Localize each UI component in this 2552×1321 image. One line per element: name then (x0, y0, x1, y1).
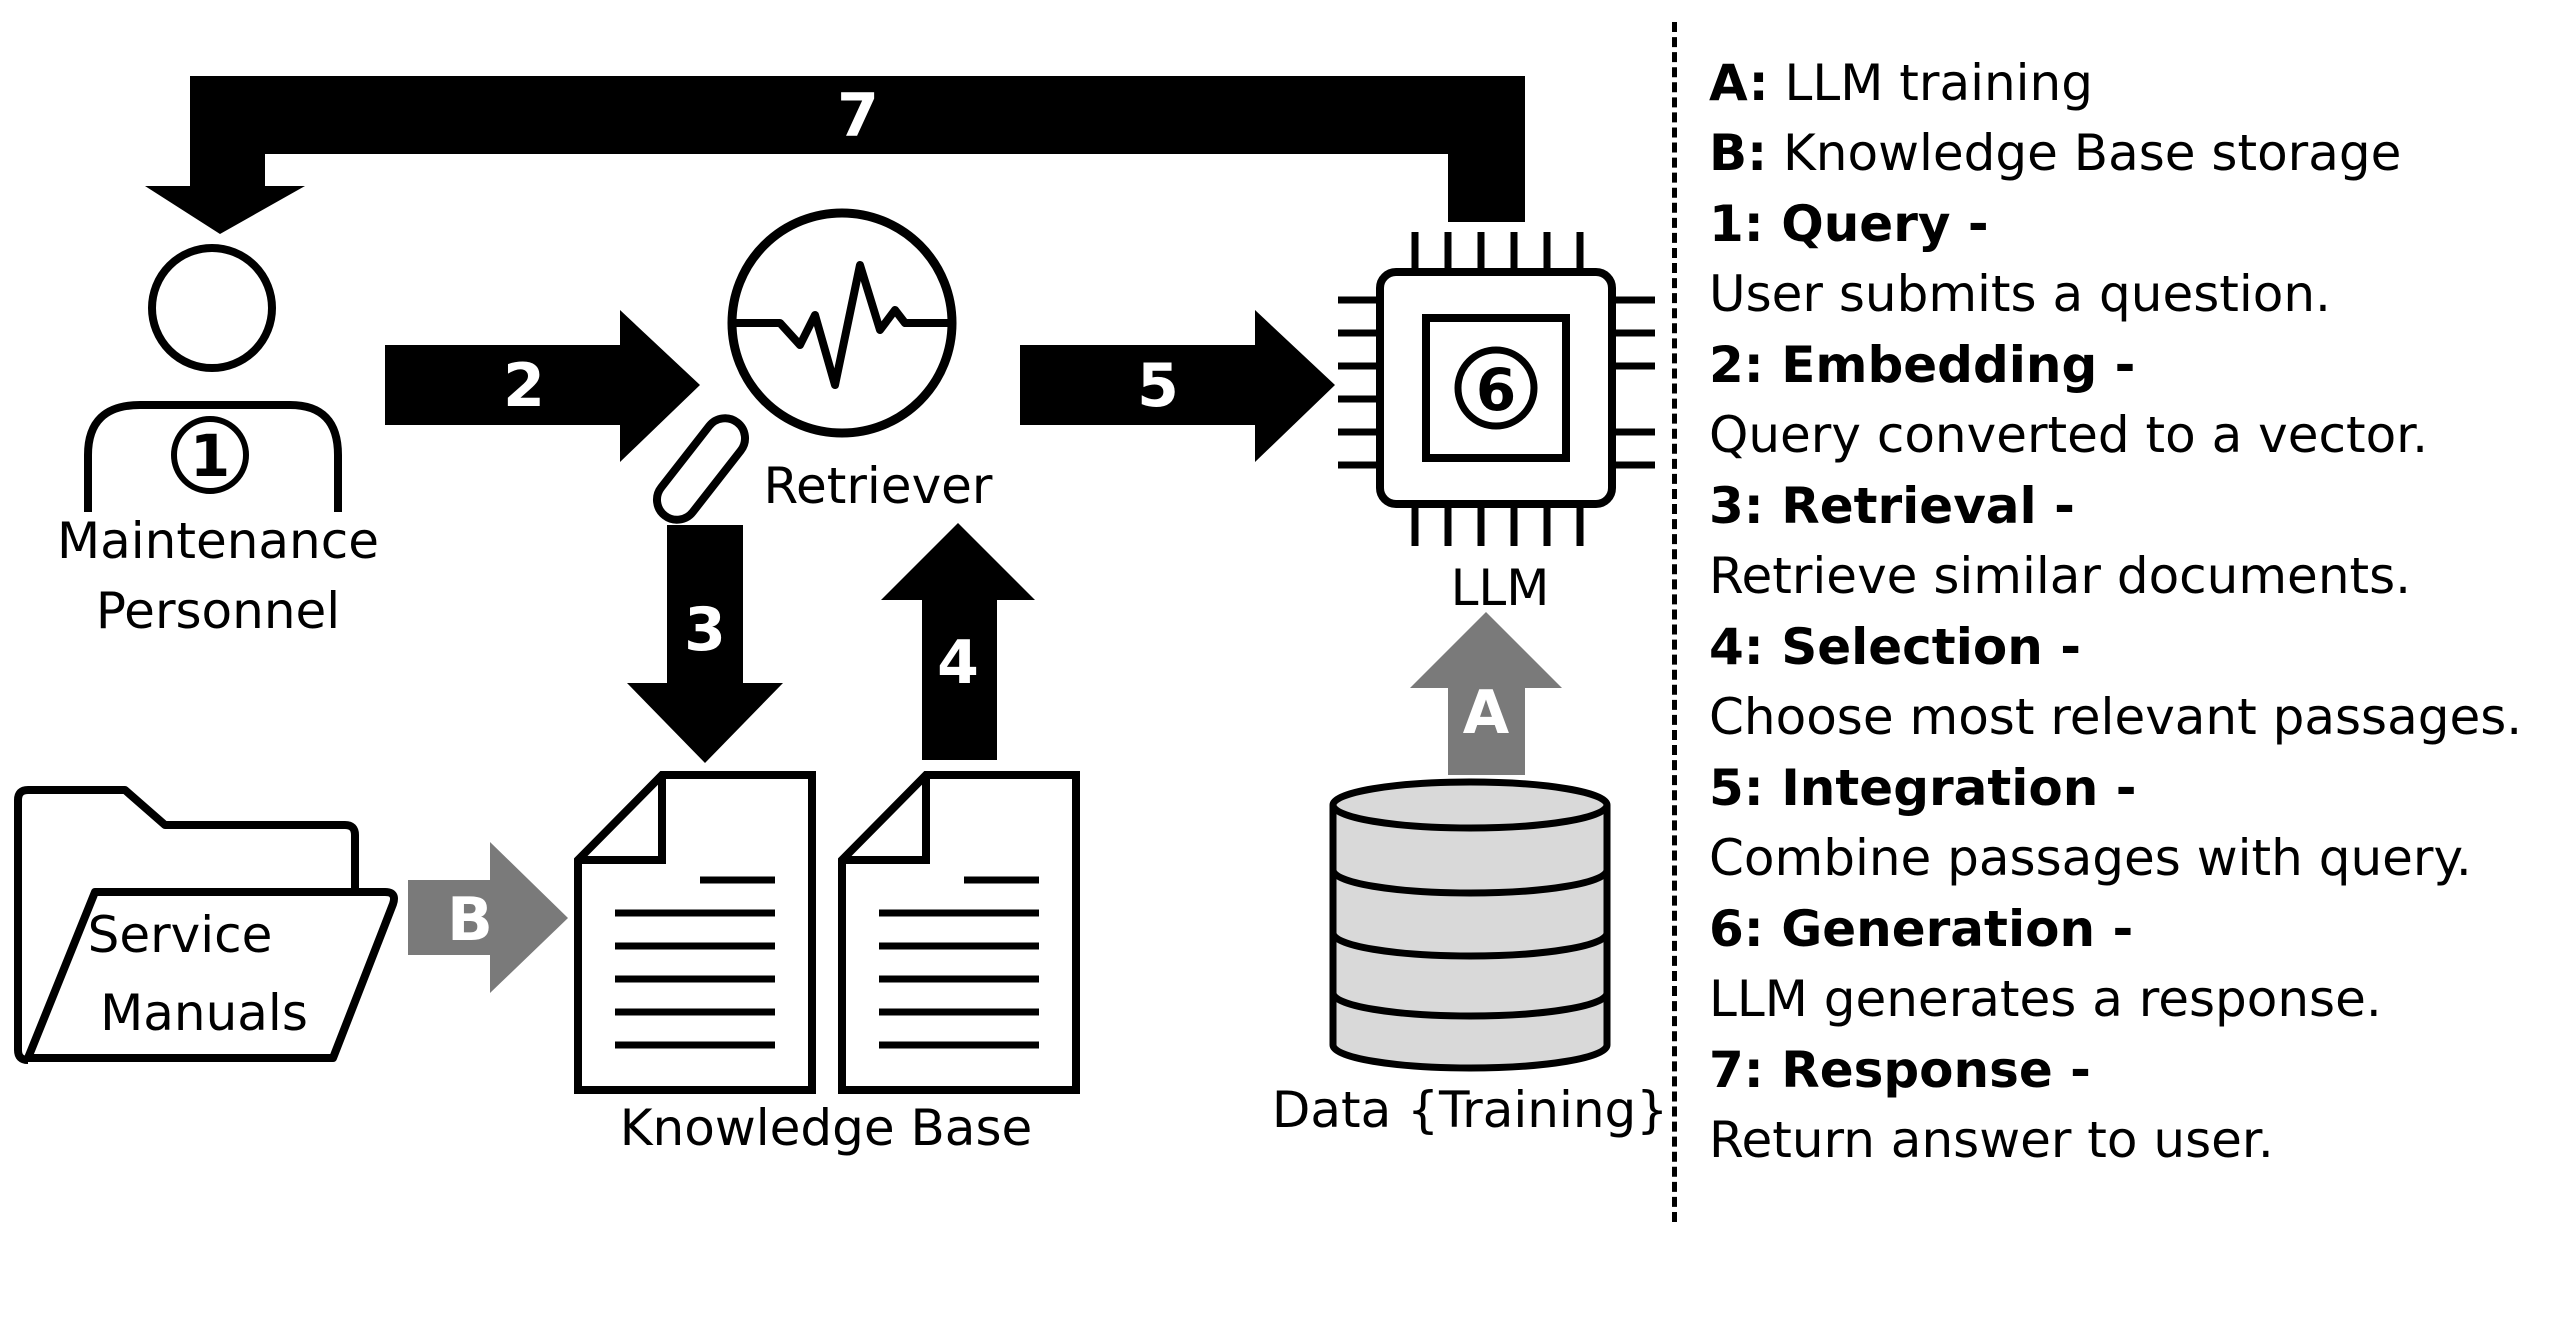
arrow-2-embedding: 2 (385, 310, 700, 462)
llm-label: LLM (1451, 559, 1550, 617)
service-manuals-folder: Service Manuals (14, 786, 398, 1064)
legend-item-4-text: Choose most relevant passages. (1709, 688, 2523, 746)
person-icon (148, 244, 276, 372)
service-manuals-label-line2: Manuals (100, 984, 308, 1042)
legend-item-7-key: 7: Response - (1709, 1041, 2091, 1099)
legend-item-7-text: Return answer to user. (1709, 1111, 2274, 1169)
service-manuals-label-line1: Service (88, 906, 273, 964)
legend-item-4-key: 4: Selection - (1709, 618, 2081, 676)
arrow-2-label: 2 (503, 351, 545, 421)
arrow-5-label: 5 (1137, 351, 1179, 421)
retriever-label: Retriever (764, 457, 993, 515)
legend-item-b: B: Knowledge Base storage (1709, 124, 2402, 182)
step-1-badge (171, 416, 249, 494)
arrow-a-training: A (1410, 612, 1562, 775)
svg-text:1: 1 (190, 422, 230, 490)
magnifier-icon (727, 208, 957, 438)
legend-item-6-key: 6: Generation - (1709, 900, 2134, 958)
signal-wave-icon (735, 261, 948, 389)
step-6-badge (1454, 346, 1538, 430)
legend-item-2-text: Query converted to a vector. (1709, 406, 2429, 464)
arrow-5-integration: 5 (1020, 310, 1335, 462)
document-icon (574, 771, 816, 1094)
chip-pins (1338, 232, 1655, 546)
arrow-7-label: 7 (837, 81, 879, 151)
legend-item-1-text: User submits a question. (1709, 265, 2331, 323)
knowledge-base: Knowledge Base (574, 771, 1080, 1157)
legend-item-3-text: Retrieve similar documents. (1709, 547, 2412, 605)
llm-chip: 6 LLM (1338, 232, 1655, 617)
training-database: Data {Training} (1272, 778, 1668, 1139)
legend: A: LLM training B: Knowledge Base storag… (1672, 22, 2552, 1222)
svg-text:6: 6 (1476, 356, 1516, 424)
training-data-label: Data {Training} (1272, 1081, 1668, 1139)
arrow-7-response: 7 (145, 76, 1525, 234)
retriever: Retriever (652, 208, 993, 524)
arrow-4-selection: 4 (881, 523, 1035, 760)
legend-item-3-key: 3: Retrieval - (1709, 477, 2075, 535)
personnel-label-line1: Maintenance (57, 512, 379, 570)
arrow-3-label: 3 (684, 595, 726, 665)
maintenance-personnel: 1 Maintenance Personnel (57, 244, 379, 640)
knowledge-base-label: Knowledge Base (620, 1099, 1033, 1157)
arrow-b-storage: B (408, 842, 568, 993)
arrow-b-label: B (447, 885, 493, 955)
legend-item-5-key: 5: Integration - (1709, 759, 2137, 817)
legend-item-2-key: 2: Embedding - (1709, 336, 2136, 394)
document-icon (838, 771, 1080, 1094)
personnel-label-line2: Personnel (96, 582, 340, 640)
legend-item-1-key: 1: Query - (1709, 195, 1989, 253)
arrow-3-retrieval: 3 (627, 525, 783, 763)
legend-item-6-text: LLM generates a response. (1709, 970, 2382, 1028)
arrow-4-label: 4 (937, 628, 979, 698)
arrow-a-label: A (1463, 678, 1510, 748)
legend-item-a: A: LLM training (1709, 54, 2093, 112)
legend-item-5-text: Combine passages with query. (1709, 829, 2472, 887)
